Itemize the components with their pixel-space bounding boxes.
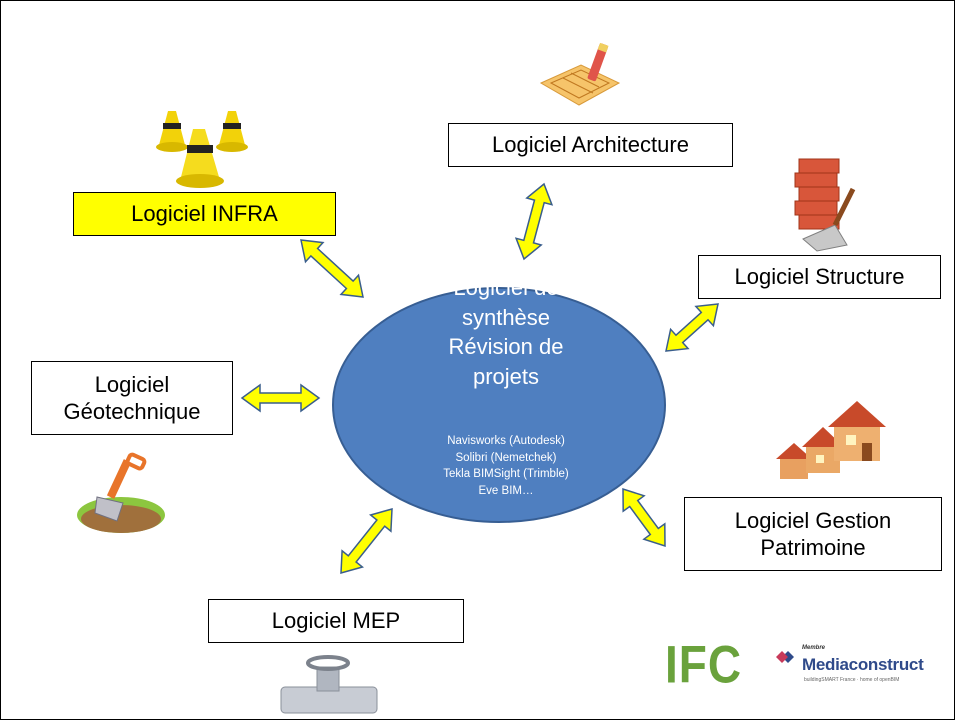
node-gestion-patrimoine: Logiciel Gestion Patrimoine (684, 497, 942, 571)
hub-tool-item: Navisworks (Autodesk) (447, 435, 565, 447)
node-gestion-label-line: Patrimoine (760, 535, 866, 560)
hub-tool-item: Eve BIM… (478, 485, 534, 498)
hub-title-line: projets (472, 364, 540, 390)
node-architecture: Logiciel Architecture (448, 123, 733, 167)
hub-title-line: Révision de (448, 334, 564, 360)
houses-icon (776, 401, 886, 479)
node-architecture-label: Logiciel Architecture (492, 132, 689, 158)
node-structure: Logiciel Structure (698, 255, 941, 299)
node-mep-label: Logiciel MEP (271, 608, 401, 634)
bricks-trowel-icon (794, 158, 856, 252)
mediaconstruct-tagline: buildingSMART France · home of openBIM (804, 677, 900, 683)
hub-title-line: Logiciel de (453, 275, 559, 300)
valve-pipe-icon (280, 655, 378, 714)
arrow-gestion (622, 487, 666, 548)
node-gestion-label-line: Logiciel Gestion (734, 507, 892, 533)
hub-ellipse (332, 287, 666, 523)
mediaconstruct-logo-icon (776, 651, 794, 663)
node-geotechnique-label-line: Logiciel (94, 371, 170, 397)
node-structure-label: Logiciel Structure (734, 264, 905, 290)
architecture-plan-icon (539, 42, 621, 106)
mediaconstruct-logo-text: Mediaconstruct (802, 655, 924, 674)
node-mep: Logiciel MEP (208, 599, 464, 643)
traffic-cones-icon (156, 111, 248, 188)
mediaconstruct-member-label: Membre (802, 645, 826, 651)
node-geotechnique-label-line: Géotechnique (63, 399, 201, 424)
arrow-mep (340, 507, 393, 575)
node-infra-label: Logiciel INFRA (131, 201, 278, 227)
arrow-infra (300, 239, 364, 298)
ifc-logo: IFC (665, 634, 743, 694)
hub-tool-item: Tekla BIMSight (Trimble) (443, 468, 569, 481)
shovel-icon (77, 452, 165, 533)
arrow-architecture (514, 182, 554, 261)
arrow-structure (665, 303, 719, 352)
arrow-geotechnique (240, 383, 321, 413)
hub-title: Logiciel de synthèse Révision de projets (411, 273, 601, 392)
hub-tools-list: Navisworks (Autodesk) Solibri (Nemetchek… (401, 433, 611, 500)
node-geotechnique: Logiciel Géotechnique (31, 361, 233, 435)
hub-tool-item: Solibri (Nemetchek) (455, 451, 557, 464)
node-infra: Logiciel INFRA (73, 192, 336, 236)
hub-title-line: synthèse (461, 304, 551, 330)
